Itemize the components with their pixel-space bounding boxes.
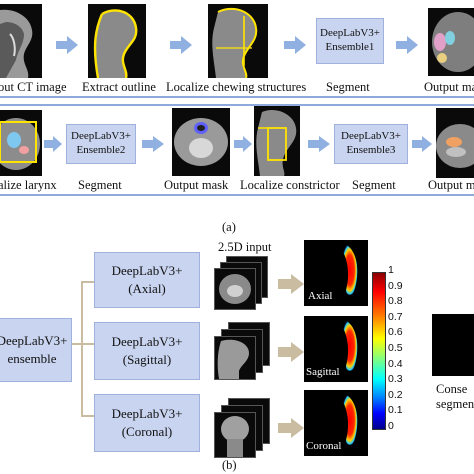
arrow-coronal [278,418,304,438]
axial-prob-map: Axial [304,240,368,306]
cb-tick-6: 0.4 [388,357,403,370]
output-mask-3-image [436,108,474,178]
outline-image [88,4,146,78]
axial-model-box: DeepLabV3+ (Axial) [94,252,200,308]
chewing-structures-image [208,4,268,78]
ensemble2-box: DeepLabV3+ Ensemble2 [66,124,136,164]
sagittal-prob-map: Sagittal [304,316,368,382]
ensemble2-label: DeepLabV3+ Ensemble2 [71,130,131,156]
coronal-input-stack [214,398,276,462]
r2-label-segment-1: Segment [78,178,122,192]
arrow-r1-1 [56,36,78,54]
colorbar-ticks: 1 0.9 0.8 0.7 0.6 0.5 0.4 0.3 0.2 0.1 0 [388,264,412,436]
cb-tick-4: 0.6 [388,326,403,339]
larynx-image [0,110,42,176]
arrow-r1-2 [170,36,192,54]
r2-label-larynx: alize larynx [0,178,57,192]
cb-tick-1: 0.9 [388,279,403,292]
ensemble-label: DeepLabV3+ ensemble [0,333,68,366]
input-2-5d-label: 2.5D input [218,240,272,254]
cb-tick-2: 0.8 [388,295,403,308]
arrow-r1-4 [396,36,418,54]
axial-model-label: DeepLabV3+ (Axial) [111,263,183,296]
r1-label-chewing: Localize chewing structures [166,80,307,94]
ensemble3-label: DeepLabV3+ Ensemble3 [341,130,401,156]
cb-tick-7: 0.3 [388,373,403,386]
ensemble1-label: DeepLabV3+ Ensemble1 [320,27,380,53]
cb-tick-8: 0.2 [388,388,403,401]
sagittal-map-label: Sagittal [306,366,340,378]
sagittal-input-stack [214,322,276,384]
r2-label-constrictor: Localize constrictor [240,178,340,192]
coronal-map-label: Coronal [306,440,342,452]
arrow-r2-1 [44,136,62,152]
r2-label-segment-2: Segment [352,178,396,192]
arrow-axial [278,274,304,294]
coronal-prob-map: Coronal [304,390,368,456]
r1-label-input: out CT image [0,80,67,94]
ensemble3-box: DeepLabV3+ Ensemble3 [334,124,408,164]
axial-map-label: Axial [308,290,333,302]
r2-label-output-m: Output m [428,178,474,192]
caption-a: (a) [222,220,236,234]
coronal-model-box: DeepLabV3+ (Coronal) [94,394,200,452]
r1-label-output: Output ma [424,80,474,94]
r1-label-outline: Extract outline [82,80,156,94]
arrow-sagittal [278,342,304,362]
output-mask-1-image [428,8,474,76]
arrow-r1-3 [284,36,306,54]
panel-a-row2-frame [0,104,474,196]
cb-tick-9: 0.1 [388,404,403,417]
axial-input-stack [214,256,276,316]
colorbar [372,272,386,430]
ensemble-connectors [72,281,94,417]
cb-tick-0: 1 [388,264,394,276]
sagittal-model-box: DeepLabV3+ (Sagittal) [94,322,200,380]
arrow-r2-5 [412,136,432,152]
consensus-image [432,314,474,376]
arrow-r2-2 [142,136,164,152]
coronal-model-label: DeepLabV3+ (Coronal) [111,406,183,439]
output-mask-2-image [172,108,230,176]
arrow-r2-4 [308,136,330,152]
cb-tick-10: 0 [388,420,394,432]
cb-tick-3: 0.7 [388,310,403,323]
input-ct-image [0,4,42,78]
ensemble1-box: DeepLabV3+ Ensemble1 [316,18,384,64]
r1-label-segment: Segment [326,80,370,94]
cb-tick-5: 0.5 [388,342,403,354]
sagittal-model-label: DeepLabV3+ (Sagittal) [111,334,183,367]
constrictor-image [254,106,300,176]
panel-a-row1-frame [0,0,474,98]
caption-b: (b) [222,458,237,472]
consensus-label: Conse segmenta [436,382,474,411]
r2-label-output-mask: Output mask [164,178,229,192]
arrow-r2-3 [234,136,252,152]
ensemble-box: DeepLabV3+ ensemble [0,318,72,382]
